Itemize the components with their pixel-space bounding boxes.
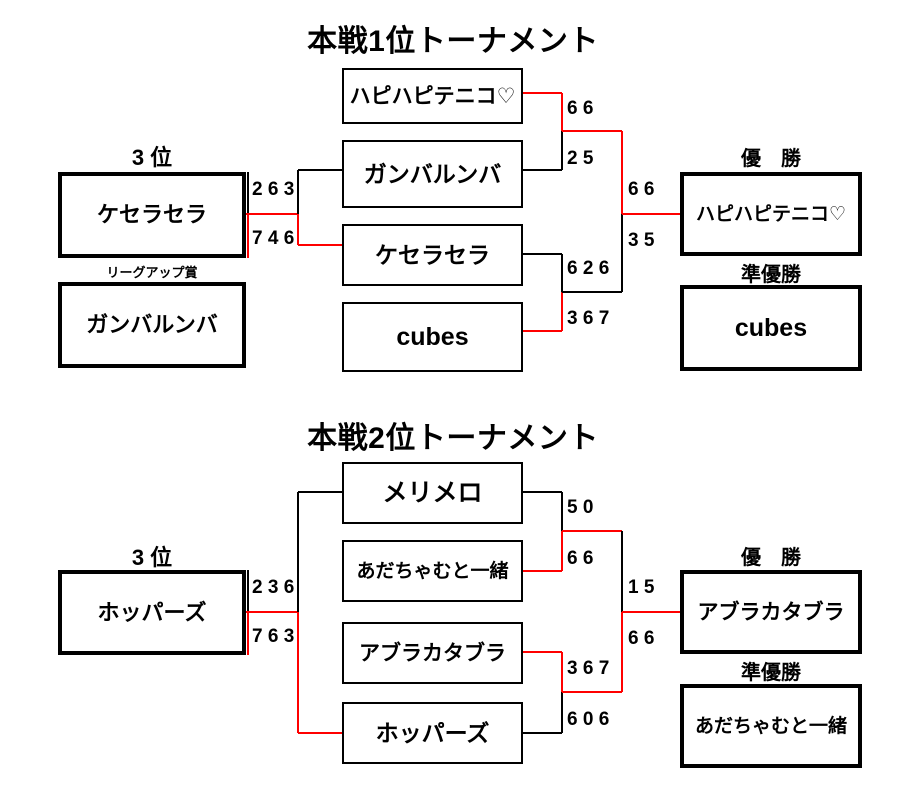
tournament-1-left-score-bottom: 7 4 6 (252, 228, 295, 249)
tournament-2-semifinal-2-score-bottom: 6 0 6 (567, 709, 610, 730)
tournament-1-semifinal-1-score-bottom: 2 5 (567, 148, 594, 169)
team-name: アブラカタブラ (697, 600, 845, 624)
team-name: あだちゃむと一緒 (356, 560, 509, 582)
tournament-2-left-score-bottom: 7 6 3 (252, 626, 295, 647)
tournament-1-final-score-bottom: 3 5 (628, 230, 655, 251)
tournament-1-third-place-box: ケセラセラ (58, 172, 246, 258)
team-name: ケセラセラ (375, 241, 490, 268)
tournament-2-final-score-top: 1 5 (628, 577, 655, 598)
team-name: アブラカタブラ (359, 641, 506, 665)
team-name: ケセラセラ (96, 202, 207, 227)
tournament-2-third-caption: 3 位 (131, 545, 173, 570)
tournament-1-semifinal-1-score-top: 6 6 (567, 98, 594, 119)
tournament-1-champion-box: ハピハピテニコ♡ (680, 172, 862, 256)
tournament-1-award-box: ガンバルンバ (58, 282, 246, 368)
tournament-1-semifinal-2-score-top: 6 2 6 (567, 258, 610, 279)
tournament-1-round1-box-4: cubes (342, 302, 523, 372)
tournament-2-runnerup-box: あだちゃむと一緒 (680, 684, 862, 768)
tournament-2-round1-box-1: メリメロ (342, 462, 523, 524)
tournament-2-semifinal-1-score-top: 5 0 (567, 497, 594, 518)
tournament-2-semifinal-2-score-top: 3 6 7 (567, 658, 610, 679)
team-name: ガンバルンバ (363, 160, 502, 187)
tournament-1-round1-box-2: ガンバルンバ (342, 140, 523, 208)
tournament-1-runnerup-caption: 準優勝 (741, 264, 801, 286)
tournament-1-runnerup-box: cubes (680, 285, 862, 371)
tournament-2-round1-box-3: アブラカタブラ (342, 622, 523, 684)
tournament-2-third-place-box: ホッパーズ (58, 570, 246, 655)
tournament-2-title: 本戦2位トーナメント (307, 422, 599, 455)
tournament-1-round1-box-3: ケセラセラ (342, 224, 523, 286)
tournament-1-third-caption: 3 位 (131, 145, 173, 170)
tournament-2-runnerup-caption: 準優勝 (741, 662, 801, 684)
tournament-2-round1-box-2: あだちゃむと一緒 (342, 540, 523, 602)
team-name: cubes (734, 313, 808, 342)
tournament-1-round1-box-1: ハピハピテニコ♡ (342, 68, 523, 124)
tournament-1-final-score-top: 6 6 (628, 179, 655, 200)
tournament-1-champion-caption: 優 勝 (741, 148, 801, 170)
team-name: ハピハピテニコ♡ (349, 84, 516, 108)
team-name: ホッパーズ (97, 599, 207, 625)
tournament-1-semifinal-2-score-bottom: 3 6 7 (567, 308, 610, 329)
tournament-2-round1-box-4: ホッパーズ (342, 702, 523, 764)
tournament-2-final-score-bottom: 6 6 (628, 628, 655, 649)
team-name: ホッパーズ (375, 719, 490, 746)
tournament-2-left-score-top: 2 3 6 (252, 577, 295, 598)
tournament-1-award-caption: リーグアップ賞 (106, 265, 198, 280)
tournament-2-champion-box: アブラカタブラ (680, 570, 862, 654)
tournament-1-left-score-top: 2 6 3 (252, 179, 295, 200)
tournament-2-champion-caption: 優 勝 (741, 547, 801, 569)
tournament-1-title: 本戦1位トーナメント (307, 25, 599, 58)
team-name: ガンバルンバ (86, 312, 218, 337)
tournament-2-semifinal-1-score-bottom: 6 6 (567, 548, 594, 569)
team-name: メリメロ (382, 478, 483, 507)
team-name: あだちゃむと一緒 (694, 715, 847, 737)
team-name: cubes (396, 322, 469, 351)
team-name: ハピハピテニコ♡ (695, 203, 847, 225)
